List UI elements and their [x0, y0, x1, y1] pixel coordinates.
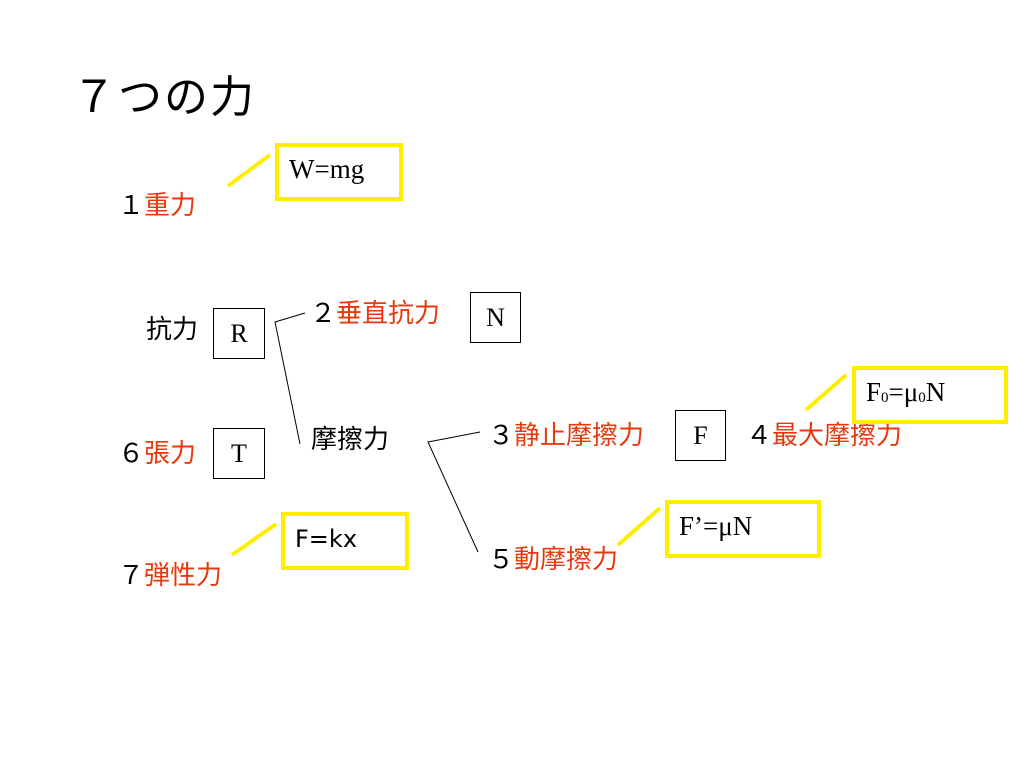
- elastic-formula-box: F=kx: [281, 512, 409, 570]
- resistance-symbol: R: [230, 318, 248, 348]
- elastic-formula: F=kx: [295, 525, 358, 553]
- normal-symbol-box: N: [470, 292, 521, 343]
- gravity-label: １重力: [118, 190, 196, 222]
- max-static-label: ４最大摩擦力: [746, 420, 902, 452]
- kinetic-formula: F’=μN: [679, 511, 753, 541]
- tension-number: ６: [118, 439, 145, 469]
- static-number: ３: [488, 421, 515, 451]
- formula-n: N: [925, 377, 946, 407]
- kinetic-formula-box: F’=μN: [665, 500, 821, 558]
- gravity-name: 重力: [144, 191, 197, 221]
- resistance-label: 抗力: [146, 315, 199, 345]
- gravity-pointer: [226, 153, 272, 188]
- kinetic-label: ５動摩擦力: [488, 544, 618, 576]
- friction-bracket: [427, 431, 481, 553]
- normal-number: ２: [310, 299, 337, 329]
- max-static-formula: F0=μ0N: [866, 377, 945, 407]
- formula-eq: =μ: [888, 377, 919, 407]
- gravity-formula: W=mg: [289, 154, 365, 184]
- elastic-pointer: [230, 522, 278, 557]
- normal-label: ２垂直抗力: [310, 298, 440, 330]
- elastic-label: ７弾性力: [118, 560, 222, 592]
- friction-label: 摩擦力: [311, 425, 390, 455]
- static-symbol-box: F: [675, 410, 726, 461]
- max-static-number: ４: [746, 421, 773, 451]
- kinetic-number: ５: [488, 545, 515, 575]
- formula-sub0: 0: [881, 390, 889, 406]
- tension-name: 張力: [144, 439, 197, 469]
- normal-name: 垂直抗力: [336, 299, 441, 329]
- tension-symbol-box: T: [213, 428, 265, 479]
- tension-symbol: T: [231, 438, 247, 468]
- max-static-name: 最大摩擦力: [772, 421, 903, 451]
- resistance-bracket: [274, 312, 306, 445]
- static-name: 静止摩擦力: [514, 421, 645, 451]
- page-title: ７つの力: [72, 72, 256, 123]
- max-static-formula-box: F0=μ0N: [852, 366, 1008, 424]
- gravity-number: １: [118, 191, 145, 221]
- static-label: ３静止摩擦力: [488, 420, 644, 452]
- gravity-formula-box: W=mg: [275, 143, 403, 201]
- normal-symbol: N: [486, 302, 505, 332]
- kinetic-name: 動摩擦力: [514, 545, 619, 575]
- elastic-name: 弾性力: [144, 561, 223, 591]
- elastic-number: ７: [118, 561, 145, 591]
- resistance-symbol-box: R: [213, 308, 265, 359]
- formula-sub1: 0: [918, 390, 926, 406]
- max-static-pointer: [804, 373, 848, 412]
- kinetic-pointer: [616, 506, 662, 547]
- formula-f: F: [866, 377, 882, 407]
- tension-label: ６張力: [118, 438, 196, 470]
- static-symbol: F: [693, 420, 708, 450]
